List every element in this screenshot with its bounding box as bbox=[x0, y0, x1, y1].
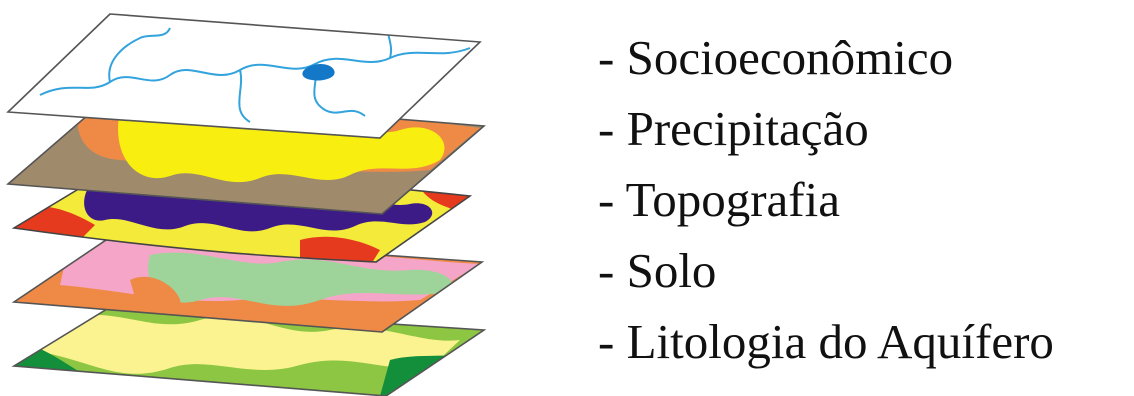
legend-item-topografia: - Topografia bbox=[598, 172, 840, 227]
legend-item-solo: - Solo bbox=[598, 243, 717, 298]
layer-solo-green-zone bbox=[148, 252, 453, 306]
layer-socioeconomico-river-branch-2 bbox=[238, 69, 251, 123]
layer-socioeconomico-outline bbox=[6, 13, 482, 139]
legend-item-socioeconomico: - Socioeconômico bbox=[598, 30, 954, 85]
layer-socioeconomico-base bbox=[8, 14, 480, 138]
layer-socioeconomico bbox=[6, 13, 482, 139]
layer-stack-illustration bbox=[6, 13, 487, 396]
layer-precipitacao-yellow-zone bbox=[118, 108, 445, 183]
legend-item-litologia: - Litologia do Aquífero bbox=[598, 314, 1054, 369]
layer-solo-orange-patch bbox=[130, 276, 181, 320]
layer-socioeconomico-lake bbox=[302, 64, 335, 81]
legend-item-precipitacao: - Precipitação bbox=[598, 101, 869, 156]
layer-legend: - Socioeconômico - Precipitação - Topogr… bbox=[598, 22, 1054, 377]
layer-socioeconomico-river-branch-1 bbox=[108, 27, 171, 83]
